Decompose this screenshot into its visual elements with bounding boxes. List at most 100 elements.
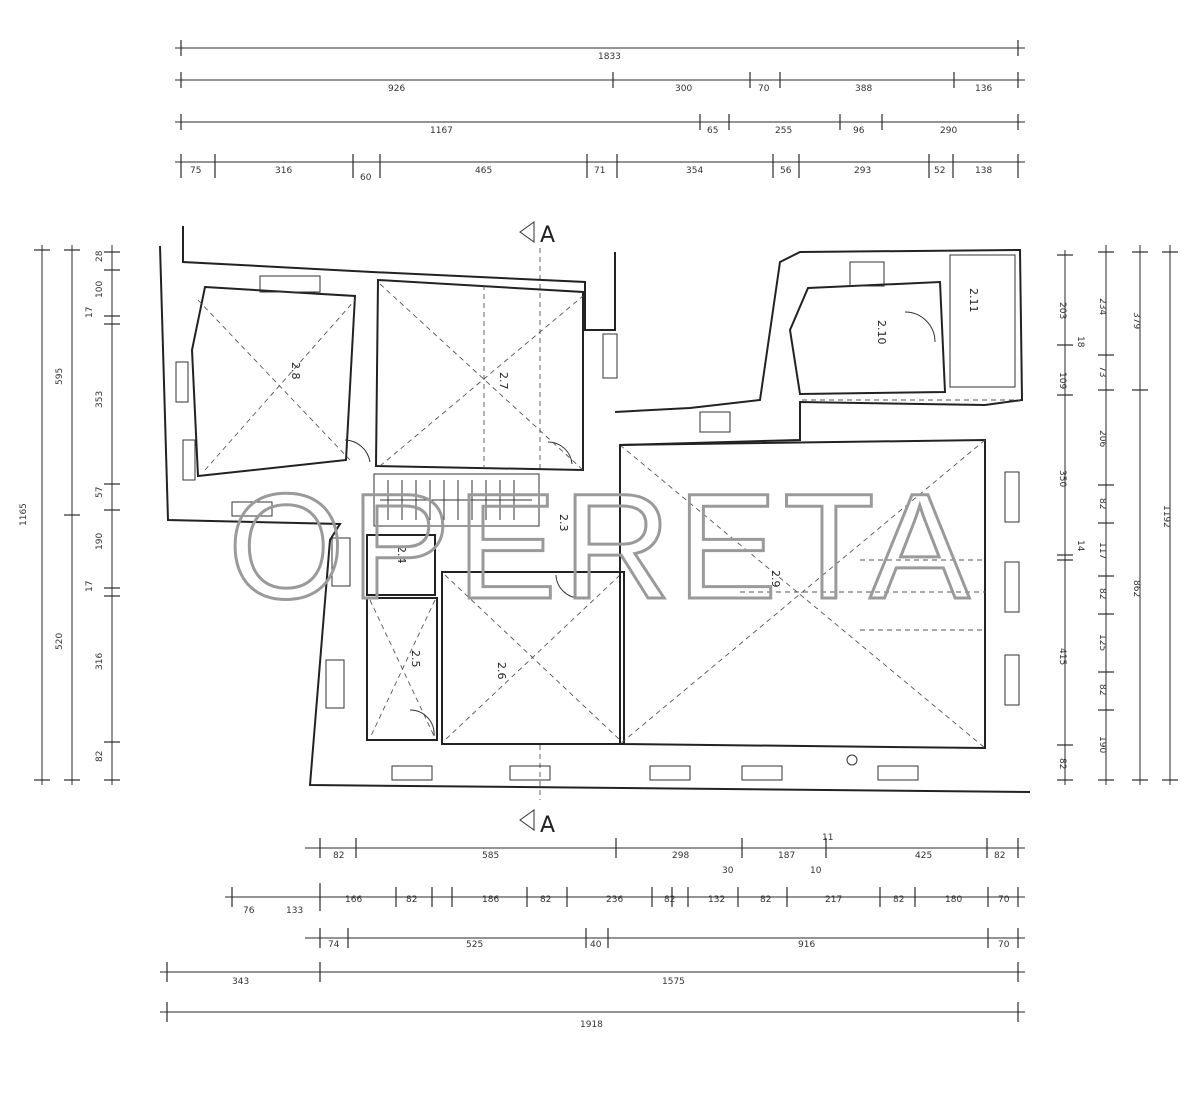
- room-label-2-10: 2.10: [875, 320, 888, 345]
- dim-bot-1f: 82: [994, 851, 1005, 861]
- dim-bot-5: 1918: [580, 1020, 603, 1030]
- dim-top-4b: 316: [275, 166, 292, 176]
- dim-right-i5: 14: [1075, 540, 1085, 552]
- dim-bot-2e: 186: [482, 895, 499, 905]
- dim-left-i4: 353: [95, 391, 105, 408]
- room-labels: 2.8 2.7 2.3 2.4 2.5 2.6 2.9 2.10 2.11: [289, 288, 980, 680]
- section-label-top: A: [540, 223, 555, 248]
- section-marker-bottom: A: [519, 745, 555, 838]
- dim-right-m5: 117: [1097, 542, 1107, 559]
- dim-right-m2: 73: [1097, 366, 1107, 377]
- bottom-dimensions: 82 585 298 187 425 82 30 10 11 76 133 16…: [160, 833, 1025, 1030]
- dim-bot-3b: 525: [466, 940, 483, 950]
- room-label-2-5: 2.5: [409, 650, 422, 668]
- dim-right-i6: 415: [1057, 648, 1067, 665]
- dim-bot-1c: 298: [672, 851, 689, 861]
- right-dimensions: 203 18 109 350 14 415 82 234 73 206 82 1…: [1057, 245, 1178, 785]
- dim-bot-2h: 82: [664, 895, 675, 905]
- dim-bot-2m: 180: [945, 895, 962, 905]
- dim-bot-2n: 70: [998, 895, 1010, 905]
- dim-right-i2: 18: [1075, 336, 1085, 348]
- room-label-2-7: 2.7: [497, 372, 510, 390]
- dim-top-4a: 75: [190, 166, 201, 176]
- dim-right-m8: 82: [1097, 684, 1107, 695]
- dim-bot-2i: 132: [708, 895, 725, 905]
- dim-left-outer: 1165: [19, 503, 29, 526]
- dim-bot-3d: 916: [798, 940, 815, 950]
- dim-top-4j: 138: [975, 166, 992, 176]
- dim-bot-1e: 425: [915, 851, 932, 861]
- dim-bot-2l: 82: [893, 895, 904, 905]
- dim-top-4g: 56: [780, 166, 792, 176]
- dim-bot-1a: 82: [333, 851, 344, 861]
- dim-bot-1i: 11: [822, 833, 833, 843]
- dim-right-m7: 125: [1097, 634, 1107, 651]
- dim-right-m3: 206: [1097, 430, 1107, 447]
- dim-right-o3: 1192: [1161, 505, 1171, 528]
- dim-top-3b: 65: [707, 126, 718, 136]
- dim-top-2e: 136: [975, 84, 992, 94]
- room-label-2-8: 2.8: [289, 362, 302, 380]
- dim-bot-4b: 1575: [662, 977, 685, 987]
- room-label-2-11: 2.11: [967, 288, 980, 313]
- dim-top-4e: 71: [594, 166, 605, 176]
- dim-bot-2g: 236: [606, 895, 623, 905]
- dim-bot-2b: 133: [286, 906, 303, 916]
- dim-top-3d: 96: [853, 126, 865, 136]
- section-marker-top: A: [519, 221, 555, 470]
- dim-right-i1: 203: [1057, 302, 1067, 319]
- left-dimensions: 1165 595 520 28 100 17 353 57 190 17 316…: [19, 245, 120, 785]
- dim-top-2a: 926: [388, 84, 405, 94]
- dim-top-4d: 465: [475, 166, 492, 176]
- room-label-2-9: 2.9: [769, 570, 782, 588]
- dim-left-i8: 316: [95, 653, 105, 670]
- dim-bot-3c: 40: [590, 940, 602, 950]
- dim-top-3a: 1167: [430, 126, 453, 136]
- dim-bot-3e: 70: [998, 940, 1010, 950]
- dim-left-mid2: 520: [55, 633, 65, 650]
- dim-bot-3a: 74: [328, 940, 340, 950]
- dim-left-mid1: 595: [55, 368, 65, 385]
- dim-left-i5: 57: [95, 487, 105, 498]
- watermark-text: OPERETA: [228, 462, 976, 630]
- dim-bot-2f: 82: [540, 895, 551, 905]
- dim-top-2d: 388: [855, 84, 872, 94]
- dim-left-i6: 190: [95, 533, 105, 550]
- dim-bot-2a: 76: [243, 906, 255, 916]
- room-label-2-3: 2.3: [557, 514, 570, 532]
- dim-right-i3: 109: [1057, 372, 1067, 389]
- dim-bot-2k: 217: [825, 895, 842, 905]
- dim-right-m9: 190: [1097, 736, 1107, 753]
- dim-left-i1: 28: [95, 250, 105, 262]
- dim-bot-2d: 82: [406, 895, 417, 905]
- dim-bot-1d: 187: [778, 851, 795, 861]
- dim-right-i7: 82: [1057, 758, 1067, 769]
- dim-left-i9: 82: [95, 751, 105, 762]
- dim-bot-1b: 585: [482, 851, 499, 861]
- dim-right-m4: 82: [1097, 498, 1107, 509]
- dim-top-3e: 290: [940, 126, 957, 136]
- dim-left-i3: 17: [85, 307, 95, 318]
- dim-top-4h: 293: [854, 166, 871, 176]
- dim-bot-2c: 166: [345, 895, 362, 905]
- building-walls: [159, 226, 1031, 793]
- dim-bot-2j: 82: [760, 895, 771, 905]
- dim-top-2b: 300: [675, 84, 692, 94]
- dim-top-1: 1833: [598, 52, 621, 62]
- dim-right-o2: 862: [1131, 580, 1141, 597]
- room-label-2-6: 2.6: [495, 662, 508, 680]
- dim-top-4f: 354: [686, 166, 703, 176]
- dim-bot-1h: 10: [810, 866, 822, 876]
- dim-bot-1g: 30: [722, 866, 734, 876]
- dim-top-4c: 60: [360, 173, 372, 183]
- dim-top-3c: 255: [775, 126, 792, 136]
- room-label-2-4: 2.4: [395, 546, 408, 564]
- dim-top-4i: 52: [934, 166, 945, 176]
- dim-top-2c: 70: [758, 84, 770, 94]
- dim-left-i2: 100: [95, 281, 105, 298]
- dim-bot-4a: 343: [232, 977, 249, 987]
- section-label-bottom: A: [540, 813, 555, 838]
- top-dimensions: 1833 926 300 70 388 136 1167 65 255 96 2…: [175, 40, 1025, 183]
- dim-right-m6: 82: [1097, 588, 1107, 599]
